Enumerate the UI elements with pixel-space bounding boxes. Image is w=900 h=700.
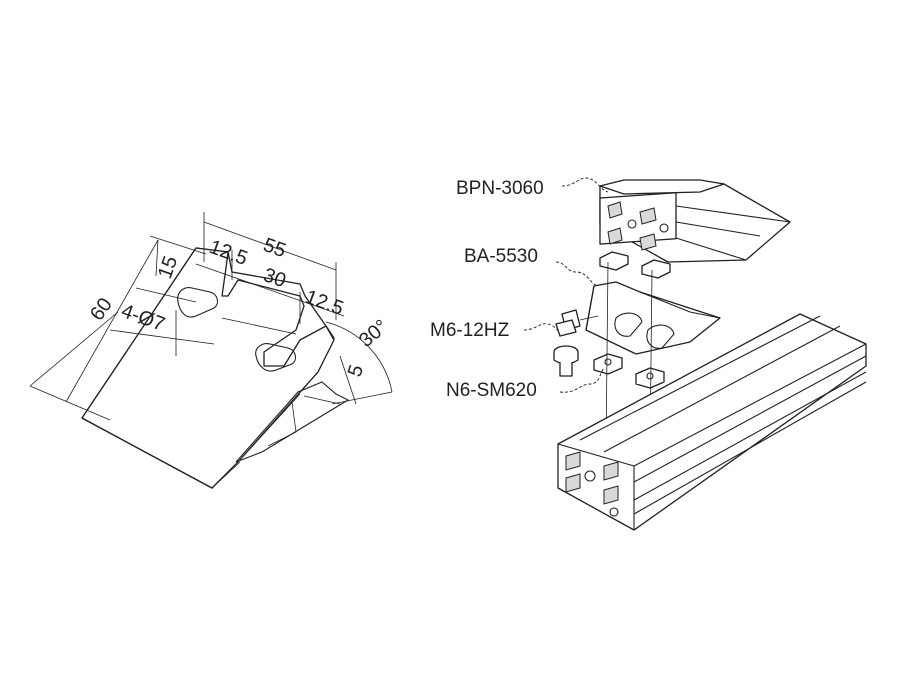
leader-bpn <box>561 177 609 193</box>
bracket-dimension-drawing: 55 12.5 30 12.5 15 60 4-Ø7 30° 5 <box>29 212 393 489</box>
assembly-bracket <box>585 281 721 355</box>
label-m6-12hz: M6-12HZ <box>430 320 510 341</box>
leader-ba <box>555 261 599 287</box>
assembly-bolt <box>555 309 599 337</box>
slot-hole-2 <box>255 343 297 372</box>
lower-nut-right <box>635 367 665 389</box>
dim-55: 55 <box>260 234 288 262</box>
label-ba-5530: BA-5530 <box>464 246 538 267</box>
exploded-assembly-drawing: BPN-3060 BA-5530 M6-12HZ N6-SM620 <box>430 177 867 531</box>
upper-nut-left <box>599 251 629 271</box>
top-profile <box>599 179 791 263</box>
leader-n6 <box>559 367 605 393</box>
assembly-bolt-lower <box>553 345 579 377</box>
dim-5: 5 <box>344 362 368 379</box>
bracket-rib <box>235 381 350 463</box>
leader-m6 <box>523 323 561 333</box>
label-bpn-3060: BPN-3060 <box>456 178 544 199</box>
base-profile <box>557 313 867 531</box>
dim-30-degrees: 30° <box>355 316 392 352</box>
upper-nut-right <box>641 259 671 279</box>
lower-nut-left <box>593 353 623 375</box>
label-n6-sm620: N6-SM620 <box>446 380 537 401</box>
slot-hole-1 <box>177 287 219 318</box>
